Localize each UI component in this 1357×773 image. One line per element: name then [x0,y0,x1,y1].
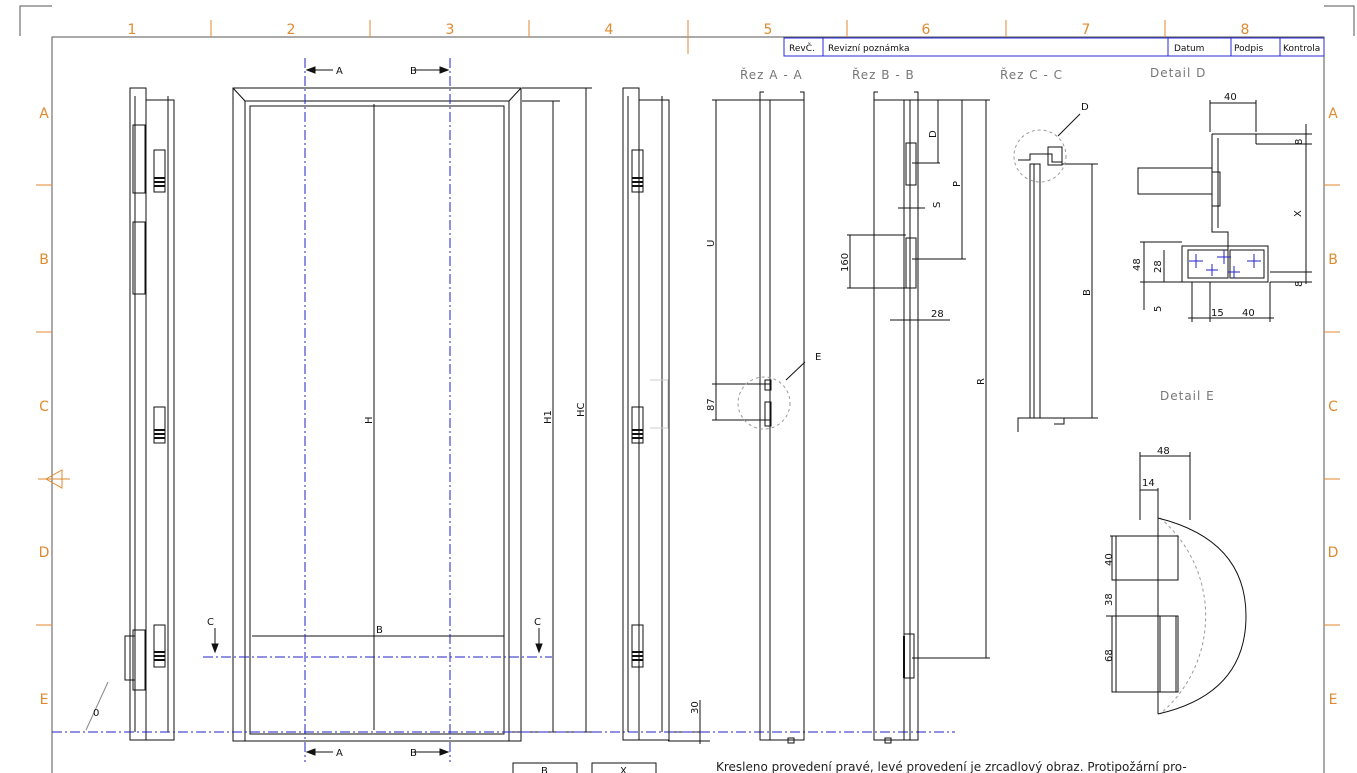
rev-check-header: Kontrola [1283,44,1320,54]
section-a-a [712,91,806,744]
bottom-box-b: B [541,766,548,773]
row-a-right: A [1328,106,1338,122]
detail-d-40-top: 40 [1224,92,1237,103]
cut-a-top: A [336,66,343,77]
column-3: 3 [446,22,455,38]
detail-d-8-bottom: 8 [1294,281,1305,287]
callout-e: E [815,352,821,363]
detail-d-5: 5 [1153,306,1164,312]
cut-b-top: B [410,66,417,77]
angle-mark: 0 [85,681,109,731]
rev-note-header: Revizní poznámka [828,44,910,54]
dim-r-label: R [976,378,987,385]
section-markers [211,66,543,756]
detail-e-title: Detail E [1160,389,1215,403]
faint-marks [650,379,669,429]
height-hc-label: HC [576,402,587,417]
row-c-right: C [1328,399,1338,415]
dim-b-c-label: B [1082,289,1093,296]
dim-s-label: S [932,202,943,208]
bottom-gap-label: 30 [690,701,701,714]
detail-e-labels: Detail E 48 14 40 38 68 [1104,389,1215,662]
row-e-left: E [40,692,49,708]
section-c-title: Řez C - C [1000,67,1063,82]
detail-d-labels: Detail D 40 8 X 48 28 5 8 15 40 [1132,66,1305,319]
row-c-left: C [39,399,49,415]
angle-label: 0 [93,708,99,719]
front-dimension-labels: B H H1 HC 30 [364,402,701,714]
column-2: 2 [287,22,296,38]
detail-e-48: 48 [1157,446,1170,457]
footnote-text: Kresleno provedení pravé, levé provedení… [716,760,1187,773]
dim-p-label: P [952,181,963,187]
column-ruler [210,20,1166,54]
row-b-right: B [1328,252,1338,268]
dim-u-label: U [706,240,717,247]
bottom-box-x: X [620,766,627,773]
section-marker-labels: A B A B C C [207,66,541,759]
centering-mark [38,469,70,489]
cut-c-left: C [207,617,214,628]
callout-d: D [1081,102,1089,113]
detail-d-x: X [1293,210,1304,217]
detail-d-28: 28 [1153,260,1164,273]
rev-date-header: Datum [1174,44,1204,54]
detail-d [1137,100,1312,322]
detail-d-40-bottom: 40 [1242,308,1255,319]
sheet-frame [19,5,1355,773]
column-6: 6 [922,22,931,38]
dim-160-label: 160 [840,253,851,272]
rev-sign-header: Podpis [1234,44,1264,54]
cut-a-bottom: A [336,748,343,759]
detail-e-14: 14 [1142,478,1155,489]
detail-e-68: 68 [1104,649,1115,662]
detail-d-48: 48 [1132,258,1143,271]
row-ruler [36,184,1340,626]
bottom-tabs [512,762,657,773]
right-side-view [622,87,670,741]
front-view-door [232,87,522,742]
section-c-c [1013,113,1098,432]
detail-e-40: 40 [1104,553,1115,566]
section-a-title: Řez A - A [740,67,803,82]
row-a-left: A [39,106,49,122]
column-1: 1 [128,22,137,38]
row-labels-left: A B C D E [39,106,50,708]
cut-c-right: C [534,617,541,628]
width-b-label: B [376,625,383,636]
detail-d-title: Detail D [1150,66,1206,80]
rev-number-header: RevČ. [789,42,815,54]
section-b-labels: Řez B - B D P S 160 28 R [840,67,987,385]
column-4: 4 [605,22,614,38]
detail-e [1106,452,1247,715]
column-7: 7 [1082,22,1091,38]
row-d-left: D [39,545,50,561]
row-e-right: E [1329,692,1338,708]
section-b-title: Řez B - B [852,67,915,82]
height-h1-label: H1 [543,410,554,424]
height-h-label: H [364,416,375,424]
row-labels-right: A B C D E [1328,106,1339,708]
row-d-right: D [1328,545,1339,561]
column-5: 5 [764,22,773,38]
dim-87-label: 87 [706,398,717,411]
dim-28-label: 28 [931,309,944,320]
detail-e-38: 38 [1104,593,1115,606]
detail-d-15: 15 [1211,308,1224,319]
section-b-b [847,91,990,744]
front-dimensions [252,87,710,744]
detail-d-8-top: 8 [1294,139,1305,145]
cut-b-bottom: B [410,748,417,759]
section-c-labels: Řez C - C D B [1000,67,1093,296]
revision-table: RevČ. Revizní poznámka Datum Podpis Kont… [783,37,1325,57]
row-b-left: B [39,252,49,268]
dim-d-label: D [928,130,939,138]
column-labels: 1 2 3 4 5 6 7 8 [128,22,1250,38]
column-8: 8 [1241,22,1250,38]
section-a-labels: Řez A - A U 87 E [706,67,821,411]
left-side-view [124,87,175,741]
detail-d-crosshairs [1189,250,1261,278]
